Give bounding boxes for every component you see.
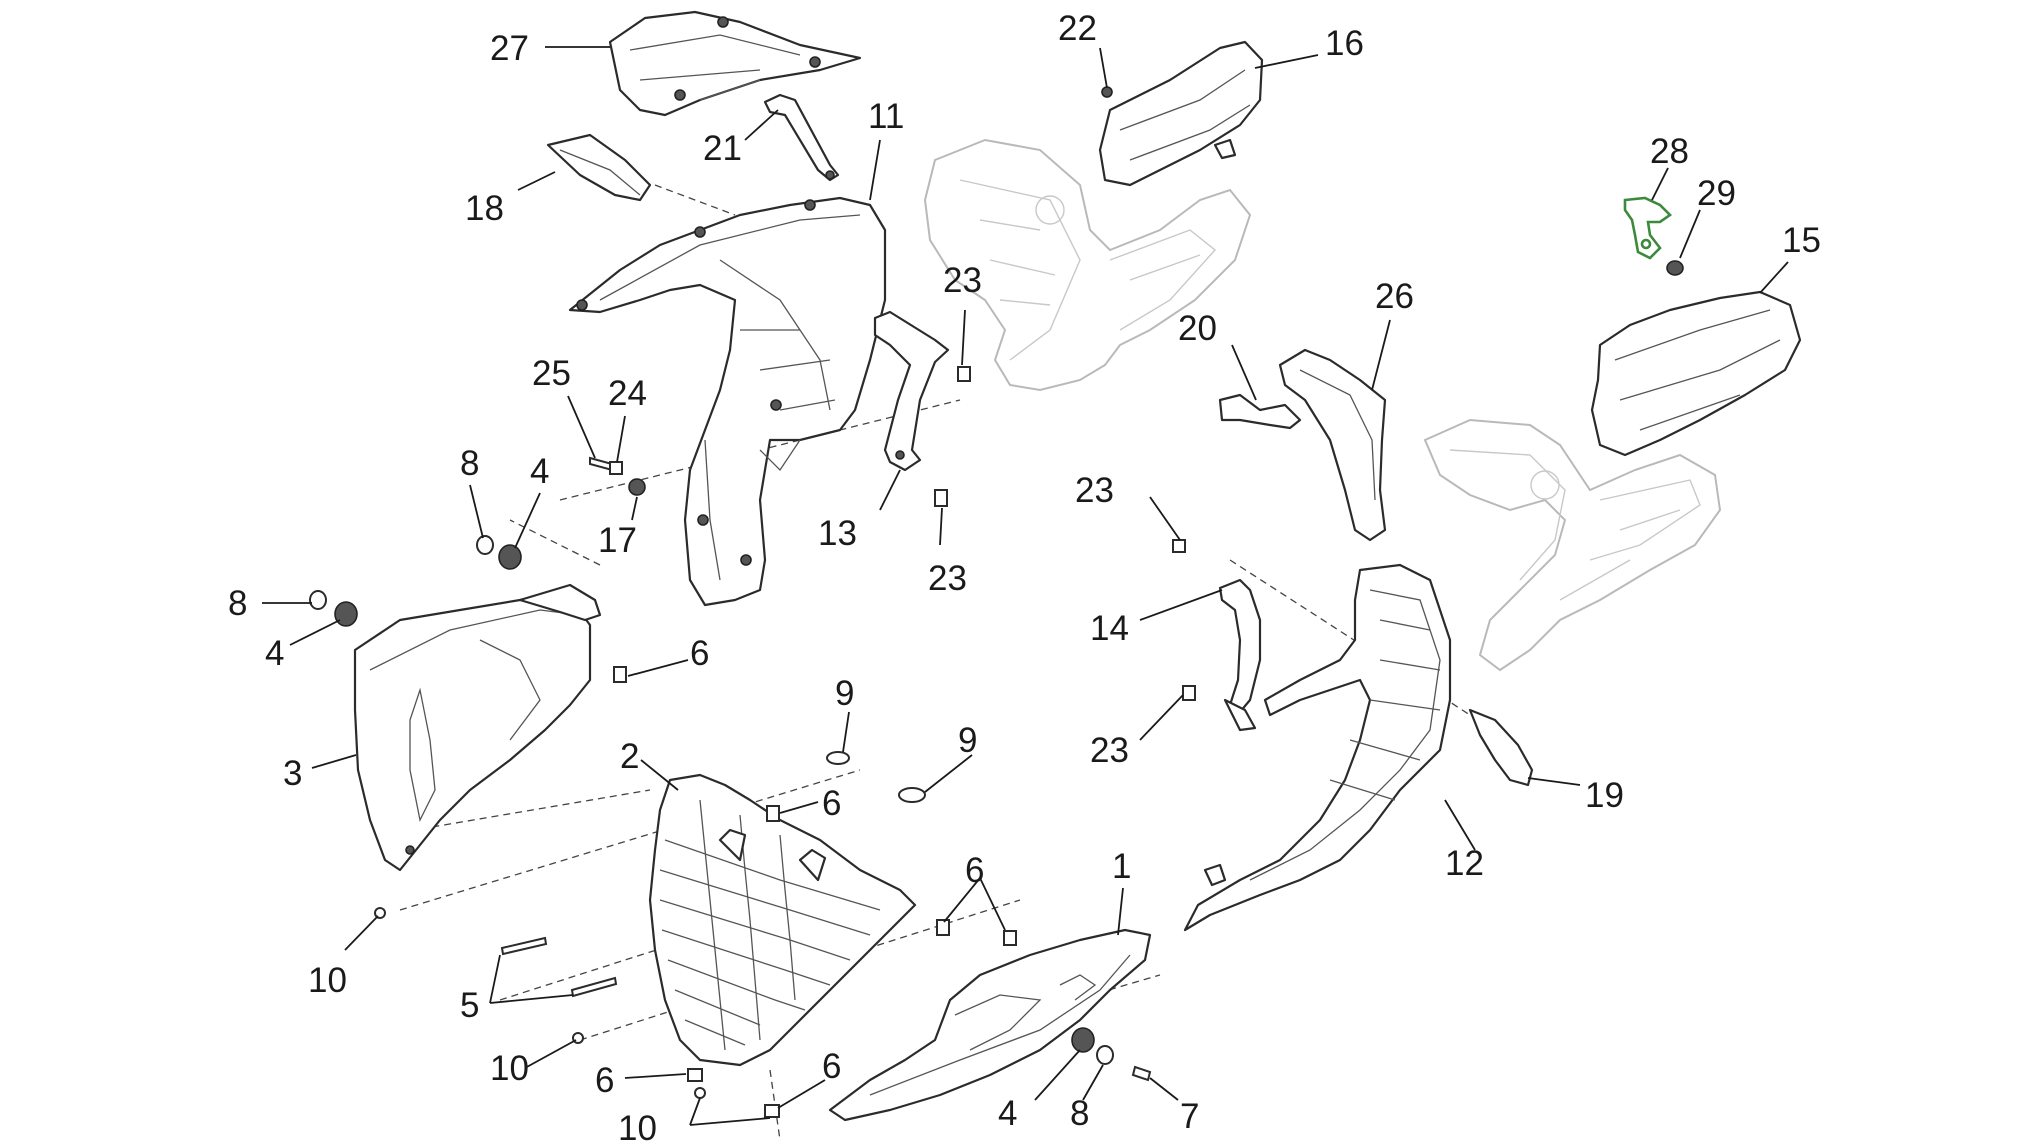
callout-20: 20 [1178, 309, 1217, 348]
callout-6-grille: 6 [822, 784, 841, 823]
hardware [309, 86, 1196, 1118]
callout-23-right: 23 [1075, 471, 1114, 510]
part-3-side-panel [353, 583, 602, 872]
part-27-top-cover [608, 10, 862, 117]
callout-6-upper: 6 [690, 634, 709, 673]
callout-19: 19 [1585, 776, 1624, 815]
callout-8-bottom: 8 [1070, 1094, 1089, 1133]
callout-14: 14 [1090, 609, 1129, 648]
callout-23-mid: 23 [928, 559, 967, 598]
callout-6-bottom-right: 6 [822, 1047, 841, 1086]
frame-outline-right [1423, 418, 1722, 672]
part-20-bracket [1218, 393, 1302, 430]
frame-outline-upper [923, 138, 1252, 392]
callout-12: 12 [1445, 844, 1484, 883]
part-18-trim [546, 133, 652, 202]
part-1-lower-fairing [828, 928, 1152, 1122]
leader-lines [262, 46, 1789, 1126]
callout-8-left: 8 [228, 584, 247, 623]
callout-22: 22 [1058, 9, 1097, 48]
callout-29: 29 [1697, 174, 1736, 213]
callout-28: 28 [1650, 132, 1689, 171]
callout-4-bottom: 4 [998, 1094, 1017, 1133]
part-28-clip [1623, 196, 1673, 260]
part-21-bracket [763, 93, 840, 182]
callout-26: 26 [1375, 277, 1414, 316]
callout-labels: 27 22 16 21 11 18 28 29 15 23 26 20 25 2… [228, 9, 1821, 1143]
callout-15: 15 [1782, 221, 1821, 260]
callout-10-left: 10 [308, 961, 347, 1000]
callout-11: 11 [868, 97, 904, 136]
callout-4-left: 4 [265, 634, 284, 673]
callout-18: 18 [465, 189, 504, 228]
callout-23-lower: 23 [1090, 731, 1129, 770]
part-15-side-cover [1590, 290, 1802, 457]
callout-6-bottom-left: 6 [595, 1061, 614, 1100]
callout-10-bottom: 10 [618, 1109, 657, 1143]
callout-5: 5 [460, 986, 479, 1025]
callout-21: 21 [703, 129, 742, 168]
callout-8-upper: 8 [460, 444, 479, 483]
callout-13: 13 [818, 514, 857, 553]
callout-9-lower: 9 [958, 721, 977, 760]
part-13-bracket [873, 310, 950, 472]
callout-17: 17 [598, 521, 637, 560]
callout-3: 3 [283, 754, 302, 793]
callout-4-upper: 4 [530, 452, 549, 491]
callout-10-mid: 10 [490, 1049, 529, 1088]
callout-7: 7 [1180, 1097, 1199, 1136]
callout-1: 1 [1112, 847, 1131, 886]
callout-25: 25 [532, 354, 571, 393]
callout-27: 27 [490, 29, 529, 68]
callout-6-fairing: 6 [965, 851, 984, 890]
callout-2: 2 [620, 737, 639, 776]
part-14-bracket [1218, 578, 1262, 732]
part-26-trim [1278, 348, 1387, 542]
part-2-grille [648, 773, 917, 1067]
part-11-inner-panel [568, 196, 887, 607]
callout-16: 16 [1325, 24, 1364, 63]
callout-23-upper: 23 [943, 261, 982, 300]
part-12-inner-panel [1183, 563, 1452, 932]
part-16-side-cover [1098, 40, 1264, 187]
callout-9-upper: 9 [835, 674, 854, 713]
part-19-trim [1468, 708, 1534, 787]
part-29-nut [1666, 260, 1684, 276]
callout-24: 24 [608, 374, 647, 413]
